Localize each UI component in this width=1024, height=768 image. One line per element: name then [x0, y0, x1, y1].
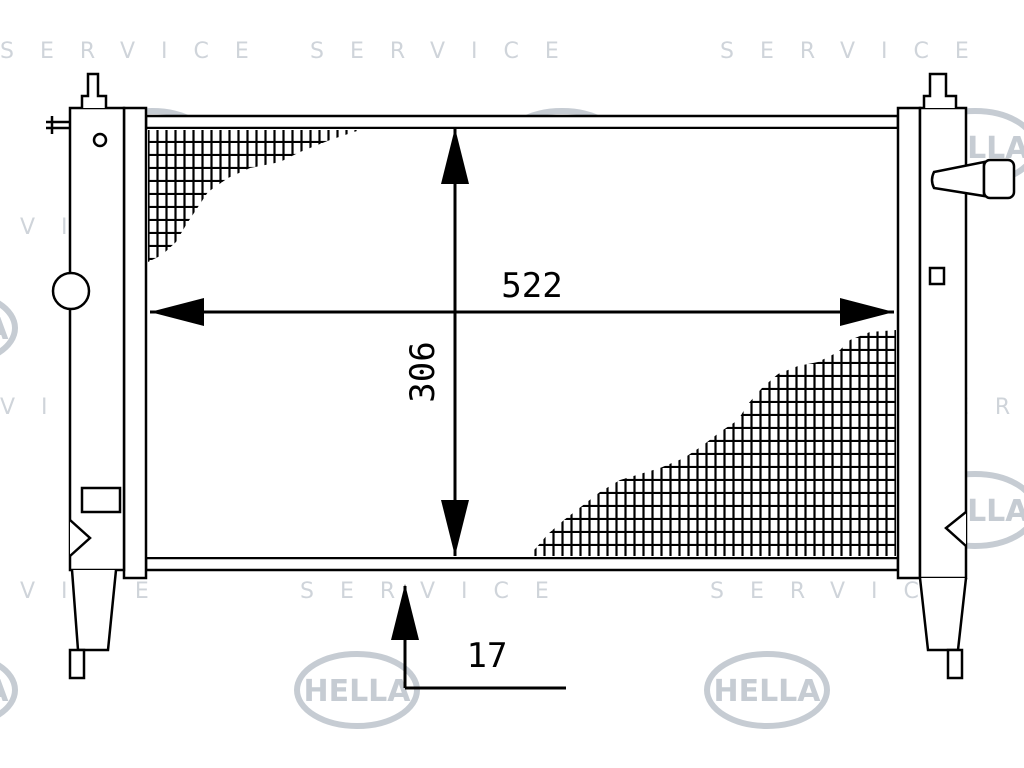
left-tank [46, 72, 148, 680]
radiator-core [144, 114, 900, 572]
right-filler-neck [922, 72, 958, 108]
left-foot [68, 648, 86, 680]
hella-logo: HELLA [0, 300, 18, 356]
right-outlet-cap [982, 158, 1016, 200]
width-arrow-right-icon [840, 298, 894, 326]
left-side-plate [122, 106, 148, 580]
watermark-service-text: SERVICE [720, 39, 995, 64]
right-bottom-leg [918, 577, 968, 652]
left-small-fitting [46, 116, 70, 134]
watermark-service-text: SERVICE [310, 39, 585, 64]
thickness-arrow-icon [391, 584, 419, 640]
hella-logo: HELLA [0, 662, 18, 718]
width-label: 522 [501, 266, 562, 306]
left-rect-tab [80, 486, 122, 514]
right-foot [946, 648, 964, 680]
svg-text:HELLA: HELLA [0, 312, 9, 347]
hella-logo: HELLA [704, 651, 830, 729]
dimension-thickness: 17 [391, 584, 566, 690]
watermark-service-text: SERVICE [300, 579, 575, 604]
dimension-width: 522 [150, 266, 894, 326]
height-arrow-bottom-icon [441, 500, 469, 556]
hella-logo: HELLA [294, 651, 420, 729]
dimension-height: 306 [403, 128, 469, 556]
top-rail [144, 114, 900, 130]
width-arrow-left-icon [150, 298, 204, 326]
left-round-boss [51, 271, 91, 311]
watermark-service-text: SERVICE [710, 579, 985, 604]
fin-region-top-left [148, 130, 360, 262]
svg-text:HELLA: HELLA [0, 674, 9, 709]
fin-region-bottom-right [528, 330, 896, 556]
thickness-label: 17 [467, 636, 508, 676]
left-small-hole [92, 132, 108, 148]
bottom-rail [144, 556, 900, 572]
right-side-wedge [944, 511, 967, 547]
height-arrow-top-icon [441, 128, 469, 184]
svg-text:HELLA: HELLA [303, 674, 411, 709]
right-sensor [928, 266, 946, 286]
right-tank [896, 72, 1016, 680]
left-bottom-leg [70, 569, 118, 652]
left-filler-neck [80, 72, 108, 108]
right-side-plate [896, 106, 922, 580]
height-label: 306 [403, 341, 443, 402]
watermark-service-text: SERVICE [0, 39, 275, 64]
right-outlet-pipe [930, 160, 986, 198]
left-side-wedge [69, 519, 92, 557]
svg-text:HELLA: HELLA [713, 674, 821, 709]
